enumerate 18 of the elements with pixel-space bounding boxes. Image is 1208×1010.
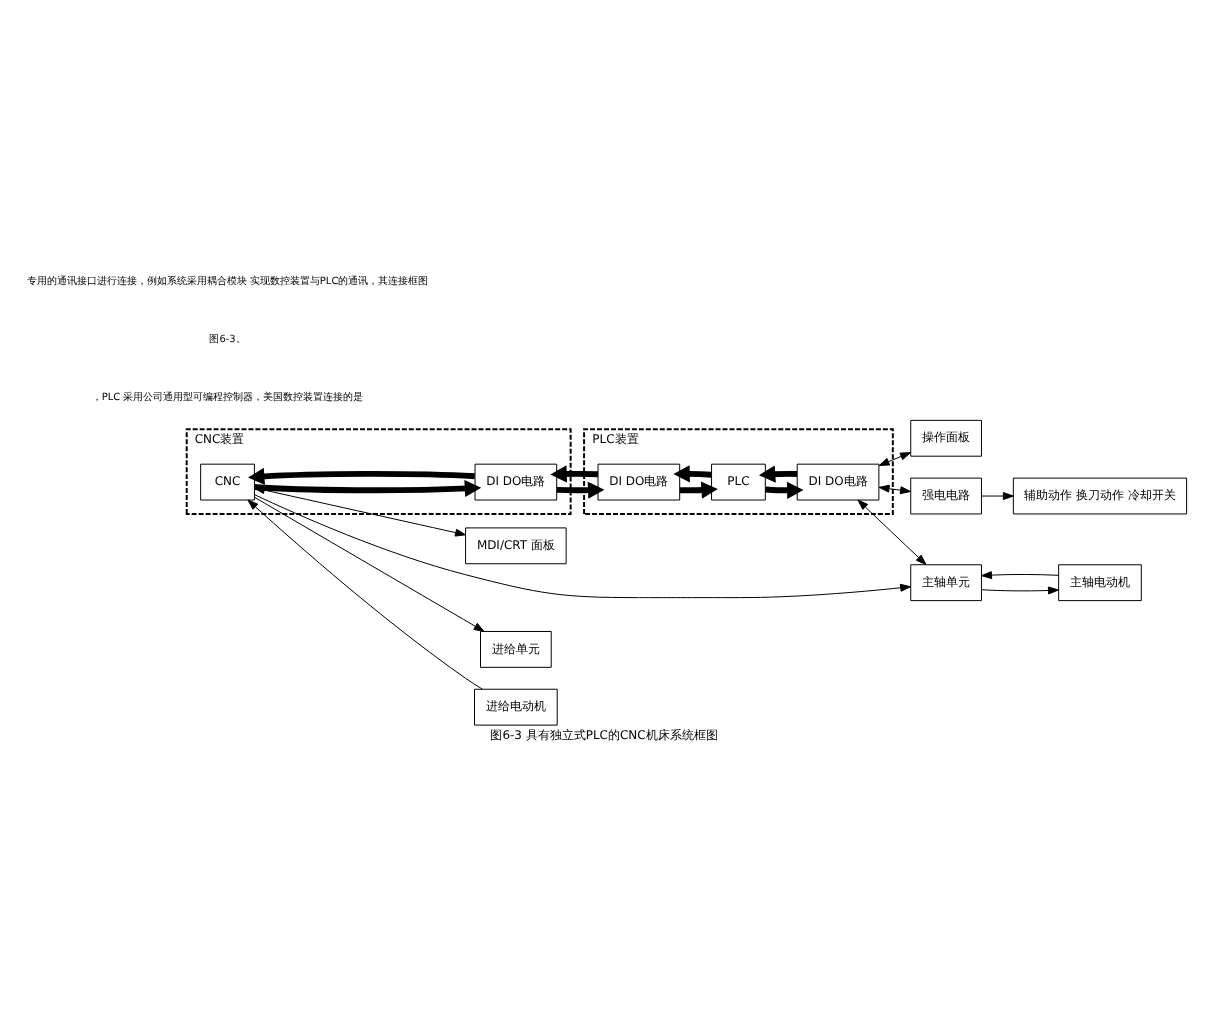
arrow xyxy=(254,479,482,498)
arrow xyxy=(253,486,466,537)
arrow xyxy=(679,481,718,499)
arrow xyxy=(248,467,475,485)
arrow xyxy=(981,571,1059,580)
arrow xyxy=(981,586,1059,595)
arrow xyxy=(878,484,911,495)
arrow xyxy=(673,465,712,483)
arrow xyxy=(758,465,798,483)
arrow xyxy=(857,499,927,565)
arrow xyxy=(878,452,911,467)
arrow xyxy=(765,481,804,499)
arrow xyxy=(556,481,605,499)
arrow xyxy=(247,499,483,690)
arrow xyxy=(254,494,912,599)
arrow xyxy=(550,465,599,483)
arrow xyxy=(253,496,485,632)
arrow xyxy=(981,492,1014,500)
